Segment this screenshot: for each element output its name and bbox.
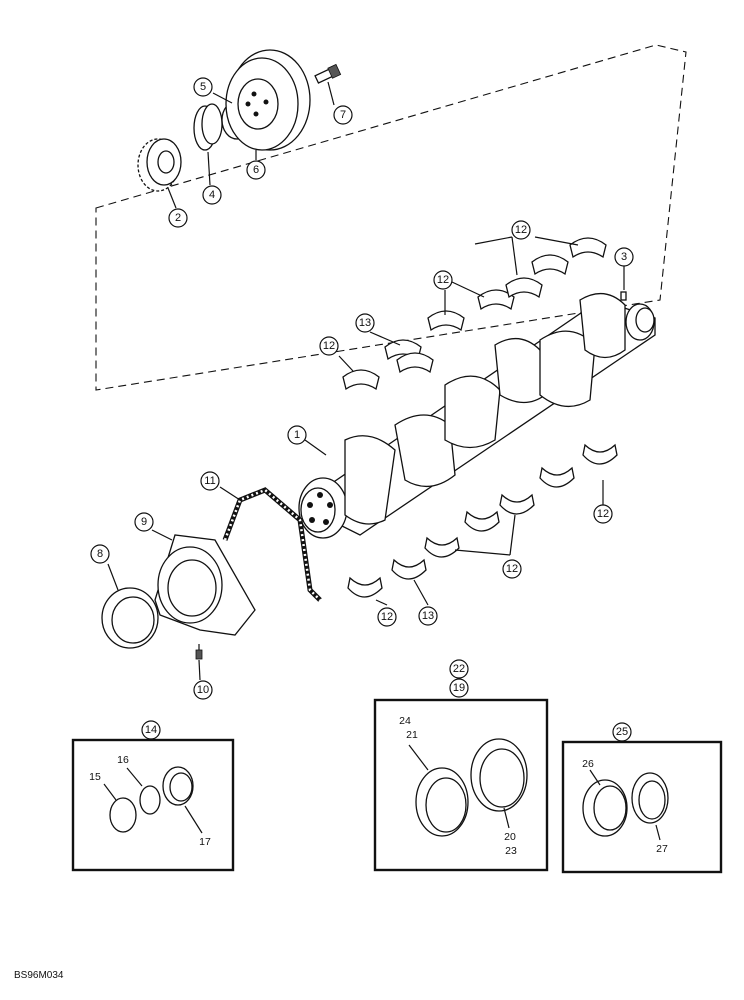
callout-2: 2 [168,208,188,228]
svg-text:10: 10 [197,684,209,696]
housing-gasket [222,487,322,602]
callout-4: 4 [202,185,222,205]
kit-label-23: 23 [505,845,517,857]
callout-9: 9 [134,512,154,532]
callout-10: 10 [193,680,213,700]
kit-label-21: 21 [406,729,418,741]
svg-text:9: 9 [141,516,147,528]
pulley-bolt [314,63,342,84]
callout-12: 12 [593,504,613,524]
callout-12: 12 [502,559,522,579]
dowel-pin [620,291,627,301]
vibration-damper-pulley [225,49,311,151]
svg-text:25: 25 [616,726,628,738]
callout-19: 19 [449,678,469,698]
bearing-shells-upper [342,237,607,391]
svg-text:14: 14 [145,724,157,736]
dashed-group-outline [95,44,687,391]
svg-text:12: 12 [515,224,527,236]
kit-19-22-parts [408,738,528,837]
kit-label-15: 15 [89,771,101,783]
svg-text:5: 5 [200,81,206,93]
crankshaft [298,293,656,539]
reference-code: BS96M034 [14,970,64,981]
kit-label-27: 27 [656,843,668,855]
crank-gear [137,138,182,192]
svg-text:2: 2 [175,212,181,224]
kit-label-26: 26 [582,758,594,770]
callout-13: 13 [355,313,375,333]
kit-label-20: 20 [504,831,516,843]
svg-text:12: 12 [323,340,335,352]
svg-text:4: 4 [209,189,215,201]
callout-1: 1 [287,425,307,445]
kit-label-16: 16 [117,754,129,766]
callout-12: 12 [433,270,453,290]
kit-label-17: 17 [199,836,211,848]
svg-text:12: 12 [597,508,609,520]
svg-text:1: 1 [294,429,300,441]
rear-oil-seal [101,587,159,649]
kit-label-24: 24 [399,715,411,727]
svg-text:11: 11 [204,475,215,487]
callout-12: 12 [377,607,397,627]
svg-text:13: 13 [359,317,371,329]
callout-5: 5 [193,77,213,97]
kit-14-parts [103,766,203,834]
callout-14: 14 [141,720,161,740]
svg-text:7: 7 [340,109,346,121]
callout-11: 11 [200,471,220,491]
svg-text:22: 22 [453,663,465,675]
callout-12: 12 [511,220,531,240]
callout-25: 25 [612,722,632,742]
callout-13: 13 [418,606,438,626]
callout-7: 7 [333,105,353,125]
svg-text:6: 6 [253,164,259,176]
callout-8: 8 [90,544,110,564]
leader-lines [107,81,625,681]
callout-12: 12 [319,336,339,356]
wear-ring [193,103,223,151]
callout-6: 6 [246,160,266,180]
housing-bolt [195,644,203,660]
svg-text:12: 12 [381,611,393,623]
svg-text:12: 12 [506,563,518,575]
svg-text:8: 8 [97,548,103,560]
svg-text:12: 12 [437,274,449,286]
seal-housing [154,534,256,636]
bearing-shells-lower [347,443,618,598]
callout-22: 22 [449,659,469,679]
svg-text:19: 19 [453,682,465,694]
kit-25-parts [582,769,669,841]
svg-text:3: 3 [621,251,627,263]
svg-text:13: 13 [422,610,434,622]
callout-3: 3 [614,247,634,267]
